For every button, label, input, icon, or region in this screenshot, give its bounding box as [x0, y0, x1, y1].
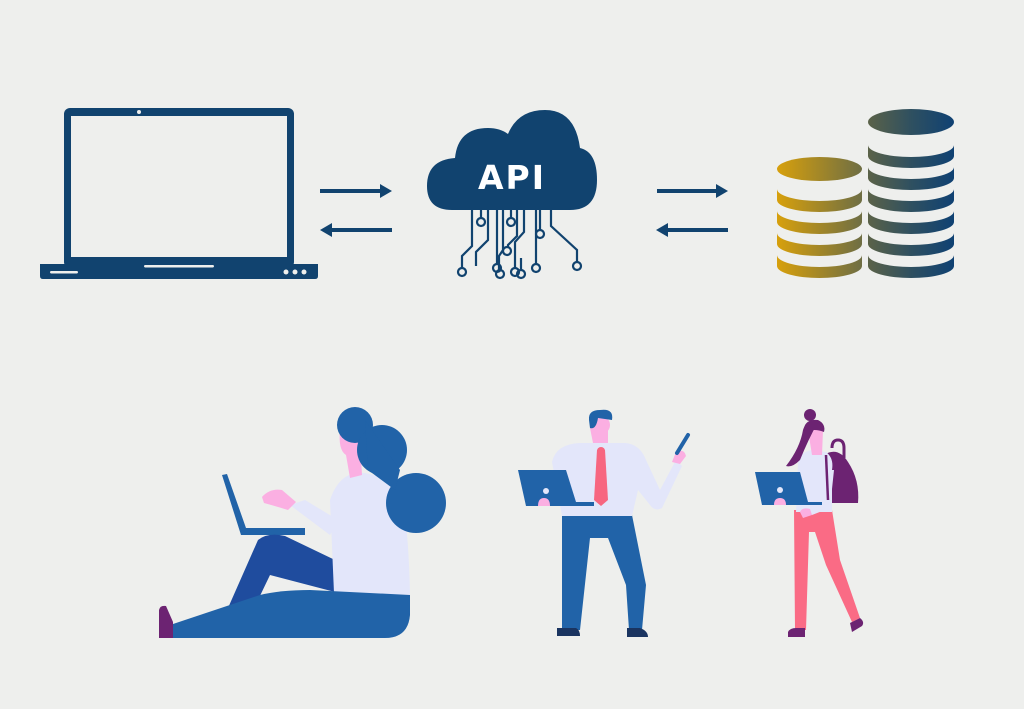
laptop-icon [518, 470, 594, 506]
arrow-right-icon [320, 184, 392, 198]
cloud-circuit-icon [427, 110, 597, 280]
arrow-left-icon [320, 223, 392, 237]
arrow-right-icon [657, 184, 728, 198]
person-man-standing [518, 409, 690, 637]
coin-stack-database-icon [777, 109, 954, 278]
arrow-left-icon [656, 223, 728, 237]
person-woman-walking [755, 409, 864, 637]
api-label: API [477, 158, 546, 197]
person-woman-sitting [159, 407, 446, 638]
laptop-icon [755, 472, 822, 505]
laptop-icon [40, 108, 318, 279]
laptop-icon [222, 474, 305, 535]
